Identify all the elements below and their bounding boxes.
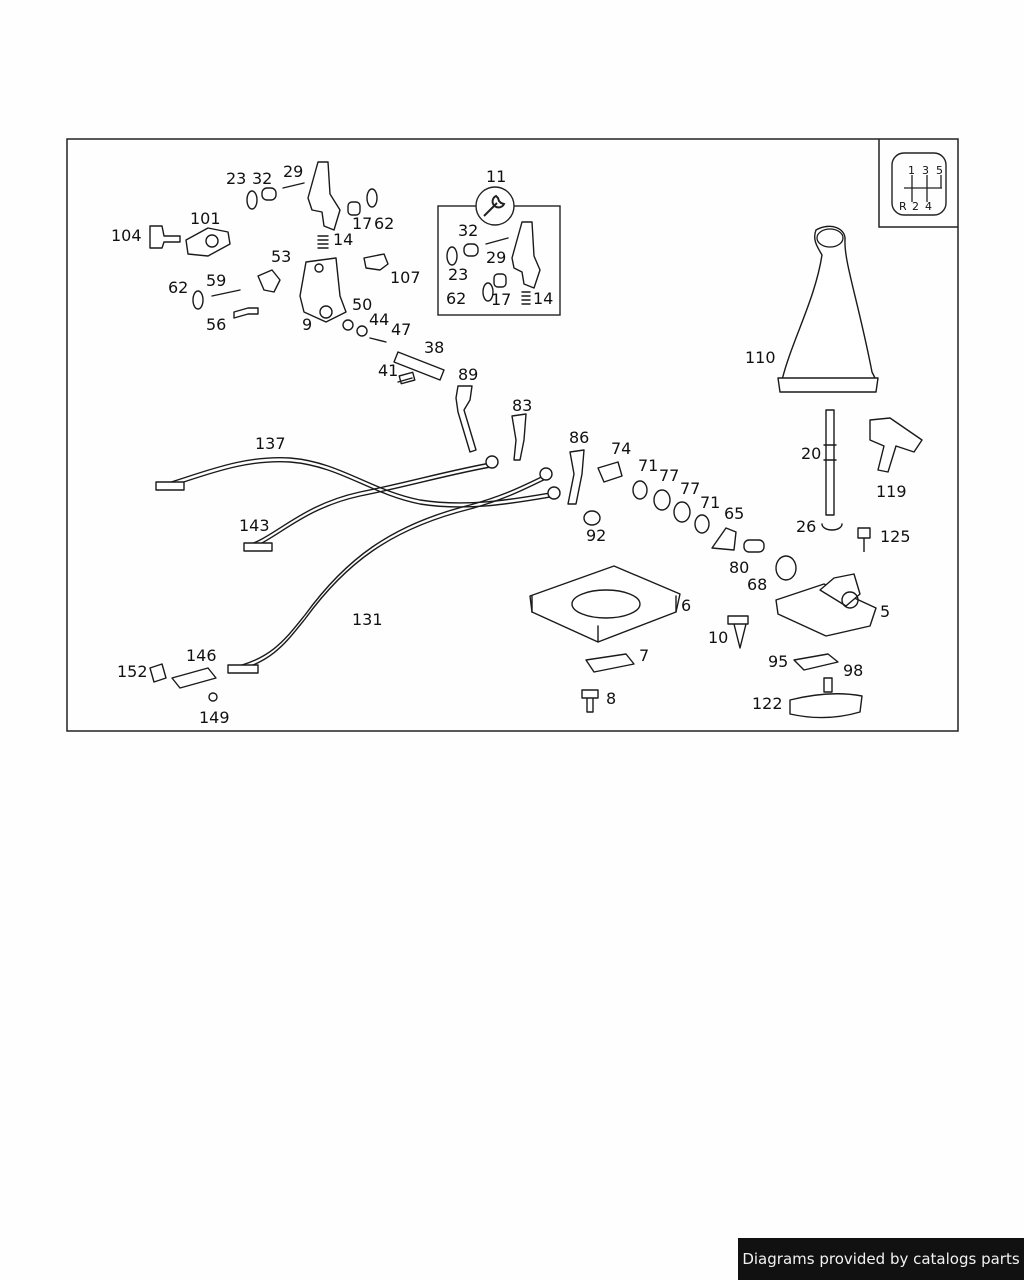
- part-label: 77: [680, 479, 700, 498]
- part-label: 38: [424, 338, 444, 357]
- part-label: 149: [199, 708, 230, 727]
- part-label: 32: [252, 169, 272, 188]
- part-label: 10: [708, 628, 728, 647]
- lever-83: [511, 413, 527, 461]
- shift-pattern-labels: 1 3 5 R 2 4: [899, 164, 943, 213]
- part-label: 47: [391, 320, 411, 339]
- shift-pattern-box: [878, 139, 958, 228]
- part-label: 62: [374, 214, 394, 233]
- part-label: 59: [206, 271, 226, 290]
- part-label: 62: [446, 289, 466, 308]
- shift-pattern-gear: R: [899, 200, 907, 213]
- part-label: 7: [639, 646, 649, 665]
- part-label: 14: [533, 289, 553, 308]
- part-label: 68: [747, 575, 767, 594]
- part-label: 146: [186, 646, 217, 665]
- part-label: 62: [168, 278, 188, 297]
- mounting-base-6: [529, 565, 681, 643]
- part-label: 50: [352, 295, 372, 314]
- part-label: 152: [117, 662, 148, 681]
- part-label: 9: [302, 315, 312, 334]
- small-parts-lower: [149, 615, 863, 719]
- part-label: 137: [255, 434, 286, 453]
- part-label: 101: [190, 209, 221, 228]
- part-label: 74: [611, 439, 631, 458]
- diagram-frame: [66, 138, 959, 732]
- part-label: 86: [569, 428, 589, 447]
- footer-credit: Diagrams provided by catalogs parts: [738, 1238, 1024, 1280]
- part-label: 125: [880, 527, 911, 546]
- lever-86: [567, 449, 585, 505]
- shift-pattern-gear: 5: [936, 164, 943, 177]
- part-label: 23: [448, 265, 468, 284]
- part-label: 119: [876, 482, 907, 501]
- part-label: 17: [352, 214, 372, 233]
- small-parts-upper: [192, 182, 413, 383]
- wrench-icon: [475, 186, 515, 226]
- part-label: 92: [586, 526, 606, 545]
- shifter-housing-5: [775, 573, 877, 637]
- bearing-block-101: [149, 225, 231, 257]
- part-label: 104: [111, 226, 142, 245]
- part-label: 83: [512, 396, 532, 415]
- part-label: 29: [486, 248, 506, 267]
- part-label: 53: [271, 247, 291, 266]
- part-label: 95: [768, 652, 788, 671]
- selector-housing-9: [299, 257, 347, 323]
- part-label: 65: [724, 504, 744, 523]
- part-label: 131: [352, 610, 383, 629]
- part-label: 17: [491, 290, 511, 309]
- part-label: 71: [700, 493, 720, 512]
- part-label: 26: [796, 517, 816, 536]
- part-label: 14: [333, 230, 353, 249]
- part-label: 20: [801, 444, 821, 463]
- part-label: 143: [239, 516, 270, 535]
- part-label: 80: [729, 558, 749, 577]
- part-label: 56: [206, 315, 226, 334]
- part-label: 98: [843, 661, 863, 680]
- part-label: 11: [486, 167, 506, 186]
- part-label: 71: [638, 456, 658, 475]
- part-label: 44: [369, 310, 389, 329]
- part-label: 77: [659, 466, 679, 485]
- part-label: 107: [390, 268, 421, 287]
- part-label: 23: [226, 169, 246, 188]
- part-labels: 23 32 29 104 101 17 62 14 11 32 29 53 10…: [111, 162, 911, 727]
- selector-shaft: [307, 161, 341, 249]
- repair-kit-parts: [446, 221, 541, 305]
- shift-pattern-gear: 2: [912, 200, 919, 213]
- shift-pattern-gear: 4: [925, 200, 932, 213]
- shift-lever-rod-20: [823, 409, 837, 516]
- part-label: 6: [681, 596, 691, 615]
- shift-pattern-gear: 1: [908, 164, 915, 177]
- shift-pattern-gear: 3: [922, 164, 929, 177]
- bracket-119: [869, 417, 923, 473]
- part-label: 41: [378, 361, 398, 380]
- part-label: 29: [283, 162, 303, 181]
- part-label: 89: [458, 365, 478, 384]
- part-label: 5: [880, 602, 890, 621]
- part-label: 122: [752, 694, 783, 713]
- part-label: 110: [745, 348, 776, 367]
- lever-89: [455, 385, 477, 453]
- part-label: 32: [458, 221, 478, 240]
- small-parts-middle: [583, 461, 871, 581]
- shift-cables: [155, 455, 561, 674]
- part-label: 8: [606, 689, 616, 708]
- shift-boot-110: [777, 225, 879, 393]
